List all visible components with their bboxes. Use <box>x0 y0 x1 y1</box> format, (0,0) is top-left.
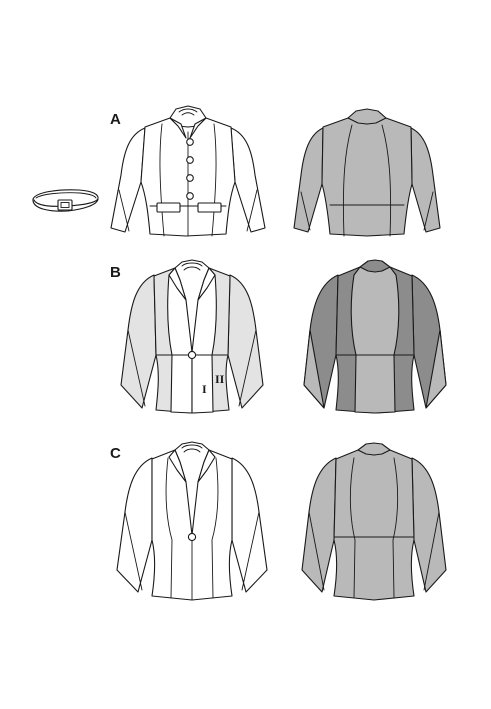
jacket-c-back <box>301 442 447 601</box>
jacket-a-front <box>110 105 266 237</box>
button-icon <box>186 138 194 146</box>
jacket-c-front <box>116 441 268 601</box>
panel-label-ii: II <box>215 372 225 386</box>
jacket-b-front: I II <box>120 259 264 414</box>
jacket-b-back <box>303 259 447 414</box>
view-label-b: B <box>110 264 121 281</box>
jacket-a-back <box>293 108 441 237</box>
panel-label-i: I <box>202 382 207 396</box>
view-label-c: C <box>110 445 121 462</box>
view-label-a: A <box>110 111 121 128</box>
pocket-flap-icon <box>156 202 181 213</box>
belt-icon <box>32 189 99 212</box>
